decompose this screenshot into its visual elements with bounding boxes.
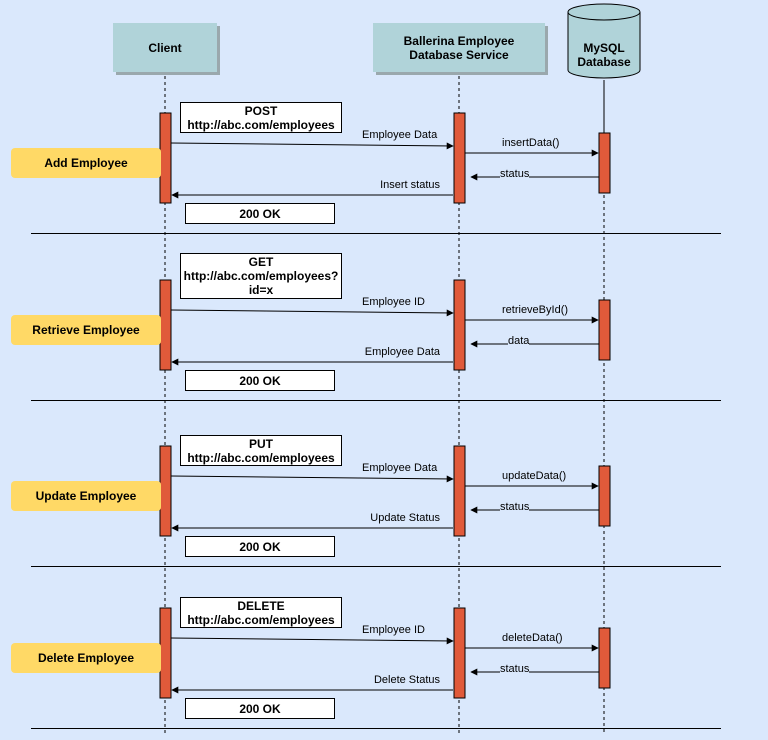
service-activation-bar xyxy=(453,112,466,204)
participant-service-label-line2: Database Service xyxy=(409,47,509,62)
response-message-label: Delete Status xyxy=(373,674,440,686)
service-activation-bar xyxy=(453,445,466,537)
request-note-line: http://abc.com/employees? xyxy=(183,269,339,283)
request-arrow xyxy=(170,142,454,150)
db-return-label: status xyxy=(500,663,530,675)
db-return-label: status xyxy=(500,501,530,513)
section-label-update-employee: Update Employee xyxy=(11,481,161,511)
db-activation-bar xyxy=(598,465,611,527)
participant-database-label-line2: Database xyxy=(577,55,631,69)
response-message-label: Employee Data xyxy=(364,346,440,358)
request-arrow xyxy=(170,309,454,317)
request-note-line: PUT xyxy=(249,436,273,451)
db-call-label: insertData() xyxy=(502,137,560,149)
response-note: 200 OK xyxy=(185,203,335,224)
database-cylinder-icon xyxy=(567,3,641,79)
participant-database-label-line1: MySQL xyxy=(583,41,625,55)
db-return-label: status xyxy=(500,168,530,180)
db-activation-bar xyxy=(598,627,611,689)
participant-service-label-line1: Ballerina Employee xyxy=(403,33,515,48)
response-note: 200 OK xyxy=(185,536,335,557)
service-activation-bar xyxy=(453,279,466,371)
participant-service: Ballerina Employee Database Service xyxy=(373,23,545,72)
response-note: 200 OK xyxy=(185,698,335,719)
response-message-label: Update Status xyxy=(370,512,440,524)
response-note: 200 OK xyxy=(185,370,335,391)
request-message-label: Employee Data xyxy=(362,462,438,474)
db-call-label: deleteData() xyxy=(502,632,563,644)
request-note-line: GET xyxy=(248,255,274,269)
db-activation-bar xyxy=(598,132,611,194)
participant-client-label: Client xyxy=(148,40,182,55)
client-activation-bar xyxy=(159,445,172,537)
request-arrow xyxy=(170,475,454,483)
request-note-line: id=x xyxy=(248,283,274,297)
request-note-line: http://abc.com/employees xyxy=(187,612,335,627)
participant-client: Client xyxy=(113,23,217,72)
request-note-line: http://abc.com/employees xyxy=(187,117,335,132)
db-return-label: data xyxy=(508,335,530,347)
db-activation-bar xyxy=(598,299,611,361)
section-label-retrieve-employee: Retrieve Employee xyxy=(11,315,161,345)
request-message-label: Employee ID xyxy=(362,624,425,636)
client-activation-bar xyxy=(159,279,172,371)
request-note-line: DELETE xyxy=(237,598,285,613)
response-message-label: Insert status xyxy=(380,179,440,191)
request-message-label: Employee ID xyxy=(362,296,425,308)
db-call-label: updateData() xyxy=(502,470,567,482)
section-label-delete-employee: Delete Employee xyxy=(11,643,161,673)
request-message-label: Employee Data xyxy=(362,129,438,141)
client-activation-bar xyxy=(159,112,172,204)
request-arrow xyxy=(170,637,454,645)
participant-database: MySQL Database xyxy=(568,38,640,72)
section-label-add-employee: Add Employee xyxy=(11,148,161,178)
request-note-line: http://abc.com/employees xyxy=(187,450,335,465)
db-call-label: retrieveById() xyxy=(502,304,569,316)
service-activation-bar xyxy=(453,607,466,699)
client-activation-bar xyxy=(159,607,172,699)
request-note-line: POST xyxy=(244,103,278,118)
